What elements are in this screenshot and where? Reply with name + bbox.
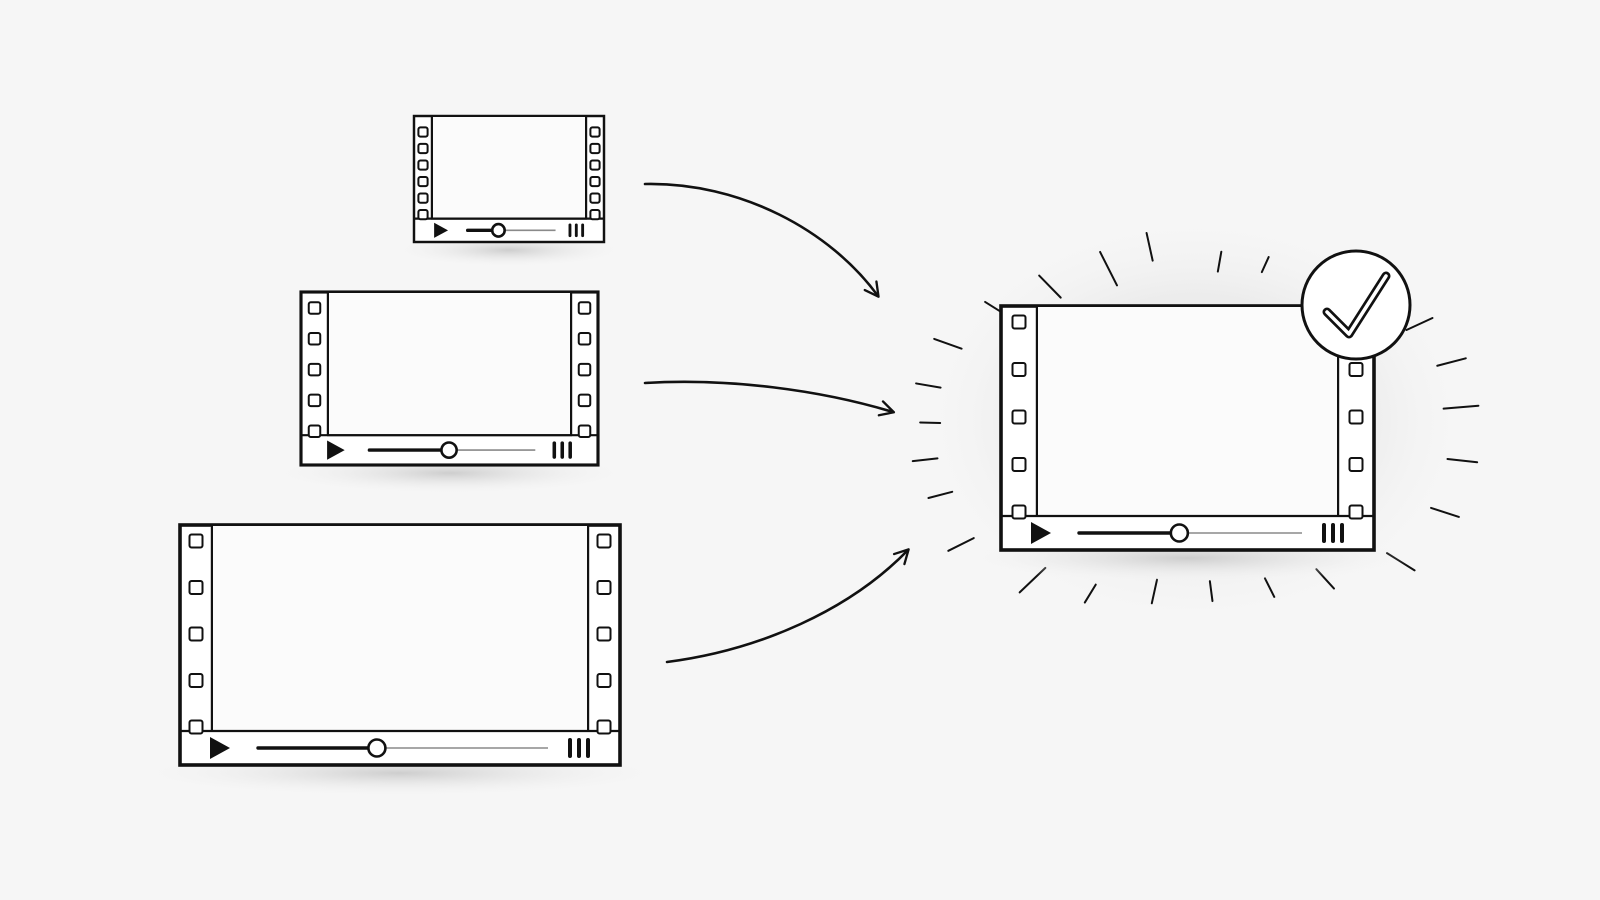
video-screen — [327, 291, 572, 437]
film-sprocket — [589, 142, 601, 155]
film-sprocket — [577, 393, 592, 408]
film-sprocket — [188, 626, 204, 642]
play-icon[interactable] — [434, 222, 449, 238]
arrow-large-to-target — [665, 548, 910, 664]
burst-ray — [933, 337, 963, 350]
burst-ray — [947, 537, 975, 552]
film-sprocket — [417, 159, 429, 171]
film-sprocket — [596, 533, 612, 549]
film-sprocket — [1011, 314, 1027, 330]
film-sprocket — [1348, 409, 1364, 425]
film-sprocket — [307, 332, 322, 346]
film-sprocket — [596, 626, 612, 642]
video-players — [127, 114, 1419, 797]
film-sprocket — [596, 719, 612, 735]
burst-ray — [1260, 256, 1270, 274]
video-screen — [431, 115, 587, 220]
film-sprocket — [589, 175, 601, 188]
scrubber-knob[interactable] — [367, 738, 387, 758]
film-sprocket — [417, 192, 429, 204]
burst-ray — [1208, 580, 1214, 603]
film-sprocket — [589, 192, 601, 204]
burst-ray — [1436, 357, 1467, 367]
source-video-medium — [265, 290, 634, 495]
film-sprocket — [1348, 504, 1364, 520]
film-sprocket — [1348, 362, 1364, 377]
arrows — [643, 182, 910, 664]
film-sprocket — [577, 301, 592, 315]
scrubber-knob[interactable] — [490, 222, 506, 238]
film-sprocket — [417, 209, 429, 221]
film-sprocket — [596, 580, 612, 595]
burst-ray — [1405, 317, 1434, 331]
volume-bars-icon[interactable] — [1322, 523, 1344, 543]
burst-ray — [1442, 404, 1480, 410]
burst-ray — [915, 382, 942, 389]
film-sprocket — [417, 126, 429, 138]
film-sprocket — [1011, 409, 1027, 425]
burst-ray — [1216, 250, 1223, 273]
video-screen — [1036, 305, 1339, 517]
film-sprocket — [188, 673, 204, 688]
film-sprocket — [188, 719, 204, 735]
film-sprocket — [589, 126, 601, 138]
play-icon[interactable] — [327, 440, 345, 460]
film-sprocket — [307, 424, 322, 438]
volume-bars-icon[interactable] — [568, 738, 590, 758]
arrow-medium-to-target — [643, 380, 896, 417]
film-sprocket — [577, 362, 592, 377]
burst-ray — [911, 457, 939, 463]
film-sprocket — [307, 393, 322, 408]
burst-ray — [1430, 506, 1460, 518]
film-sprocket — [417, 142, 429, 155]
source-video-large — [127, 523, 673, 797]
burst-ray — [1150, 578, 1159, 605]
burst-ray — [1263, 577, 1276, 598]
arrow-small-to-target — [643, 182, 880, 298]
film-sprocket — [307, 362, 322, 377]
burst-ray — [927, 490, 954, 499]
burst-ray — [1145, 232, 1154, 262]
target-video — [956, 304, 1419, 582]
film-sprocket — [188, 580, 204, 595]
source-video-small — [391, 114, 627, 268]
burst-ray — [1099, 250, 1118, 287]
film-sprocket — [577, 332, 592, 346]
play-icon[interactable] — [1031, 522, 1051, 544]
burst-ray — [1083, 583, 1097, 604]
film-sprocket — [188, 533, 204, 549]
film-sprocket — [307, 301, 322, 315]
film-sprocket — [1011, 504, 1027, 520]
film-sprocket — [589, 209, 601, 221]
video-screen — [211, 524, 589, 732]
volume-bars-icon[interactable] — [568, 223, 585, 238]
volume-bars-icon[interactable] — [552, 441, 572, 459]
scrubber-knob[interactable] — [1169, 523, 1190, 543]
film-sprocket — [1348, 457, 1364, 472]
film-sprocket — [589, 159, 601, 171]
burst-ray — [1446, 457, 1479, 464]
checkmark-badge — [1300, 249, 1412, 361]
film-sprocket — [596, 673, 612, 688]
film-sprocket — [577, 424, 592, 438]
scrubber-knob[interactable] — [440, 441, 458, 459]
burst-ray — [1038, 274, 1062, 299]
burst-ray — [919, 421, 942, 425]
film-sprocket — [1011, 362, 1027, 377]
film-sprocket — [1011, 457, 1027, 472]
play-icon[interactable] — [210, 737, 230, 759]
film-sprocket — [417, 175, 429, 188]
